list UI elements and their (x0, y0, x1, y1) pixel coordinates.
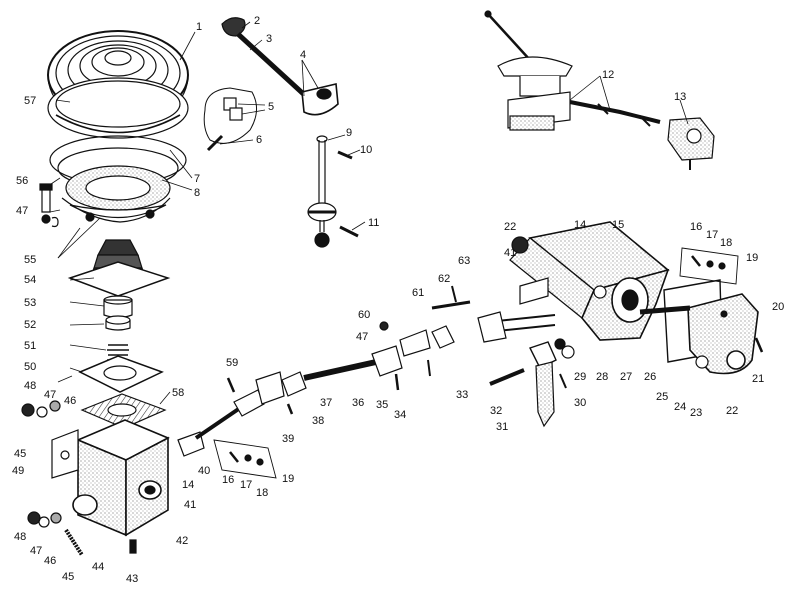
callout-51: 51 (24, 340, 36, 352)
callout-23: 23 (690, 407, 702, 419)
callout-55: 55 (24, 254, 36, 266)
callout-14: 14 (574, 219, 586, 231)
callout-47d: 47 (30, 545, 42, 557)
lower-plates (78, 344, 167, 429)
callout-54: 54 (24, 274, 36, 286)
callout-25: 25 (656, 391, 668, 403)
callout-26: 26 (644, 371, 656, 383)
callout-41: 41 (504, 247, 516, 259)
callout-24: 24 (674, 401, 686, 413)
cover-plate (639, 279, 764, 375)
callout-47b: 47 (44, 389, 56, 401)
callout-44: 44 (92, 561, 104, 573)
callout-52: 52 (24, 319, 36, 331)
bellows-boot (67, 239, 171, 331)
linkage (177, 285, 471, 457)
callout-63: 63 (458, 255, 470, 267)
callout-10: 10 (360, 144, 372, 156)
callout-41b: 41 (184, 499, 196, 511)
callout-28: 28 (596, 371, 608, 383)
callout-48: 48 (24, 380, 36, 392)
callout-40: 40 (198, 465, 210, 477)
callout-4: 4 (300, 49, 306, 61)
callout-60: 60 (358, 309, 370, 321)
callout-33: 33 (456, 389, 468, 401)
callout-16b: 16 (222, 474, 234, 486)
callout-53: 53 (24, 297, 36, 309)
callout-47c: 47 (356, 331, 368, 343)
callout-62: 62 (438, 273, 450, 285)
callout-47: 47 (16, 205, 28, 217)
callout-labels: 1 2 3 4 5 6 7 8 9 10 11 12 13 14 14 15 1… (12, 15, 784, 585)
callout-50: 50 (24, 361, 36, 373)
overview-assembly (484, 10, 715, 170)
fork-lever (489, 338, 575, 428)
callout-38: 38 (312, 415, 324, 427)
callout-61: 61 (412, 287, 424, 299)
callout-45b: 45 (62, 571, 74, 583)
callout-15: 15 (612, 219, 624, 231)
callout-18b: 18 (256, 487, 268, 499)
callout-35: 35 (376, 399, 388, 411)
callout-45: 45 (14, 448, 26, 460)
callout-9: 9 (346, 127, 352, 139)
callout-57: 57 (24, 95, 36, 107)
callout-56: 56 (16, 175, 28, 187)
shift-boot (47, 30, 189, 139)
callout-36: 36 (352, 397, 364, 409)
callout-1: 1 (196, 21, 202, 33)
callout-32: 32 (490, 405, 502, 417)
callout-49: 49 (12, 465, 24, 477)
callout-31: 31 (496, 421, 508, 433)
callout-34: 34 (394, 409, 406, 421)
callout-22: 22 (504, 221, 516, 233)
lower-housing (51, 419, 170, 554)
spring-rings (49, 135, 187, 223)
callout-30: 30 (574, 397, 586, 409)
callout-17b: 17 (240, 479, 252, 491)
callout-27: 27 (620, 371, 632, 383)
callout-6: 6 (256, 134, 262, 146)
callout-58: 58 (172, 387, 184, 399)
callout-3: 3 (266, 33, 272, 45)
leader-lines (47, 21, 689, 405)
callout-14b: 14 (182, 479, 194, 491)
callout-11: 11 (368, 217, 379, 229)
callout-13: 13 (674, 91, 686, 103)
pin-inset (203, 87, 257, 152)
callout-48b: 48 (14, 531, 26, 543)
callout-46: 46 (64, 395, 76, 407)
callout-19: 19 (746, 252, 758, 264)
callout-21: 21 (752, 373, 764, 385)
callout-19b: 19 (282, 473, 294, 485)
callout-2: 2 (254, 15, 260, 27)
callout-59: 59 (226, 357, 238, 369)
callout-37: 37 (320, 397, 332, 409)
shift-lever (221, 17, 339, 116)
callout-42: 42 (176, 535, 188, 547)
callout-29: 29 (574, 371, 586, 383)
callout-5: 5 (268, 101, 274, 113)
callout-22b: 22 (726, 405, 738, 417)
callout-43: 43 (126, 573, 138, 585)
upper-housing (477, 221, 670, 343)
small-parts-insets (213, 247, 739, 479)
callout-17: 17 (706, 229, 718, 241)
ball-shaft (307, 135, 359, 248)
callout-18: 18 (720, 237, 732, 249)
callout-12: 12 (602, 69, 614, 81)
callout-8: 8 (194, 187, 200, 199)
left-fasteners (21, 183, 84, 557)
callout-46b: 46 (44, 555, 56, 567)
callout-39: 39 (282, 433, 294, 445)
callout-20: 20 (772, 301, 784, 313)
callout-16: 16 (690, 221, 702, 233)
callout-7: 7 (194, 173, 200, 185)
